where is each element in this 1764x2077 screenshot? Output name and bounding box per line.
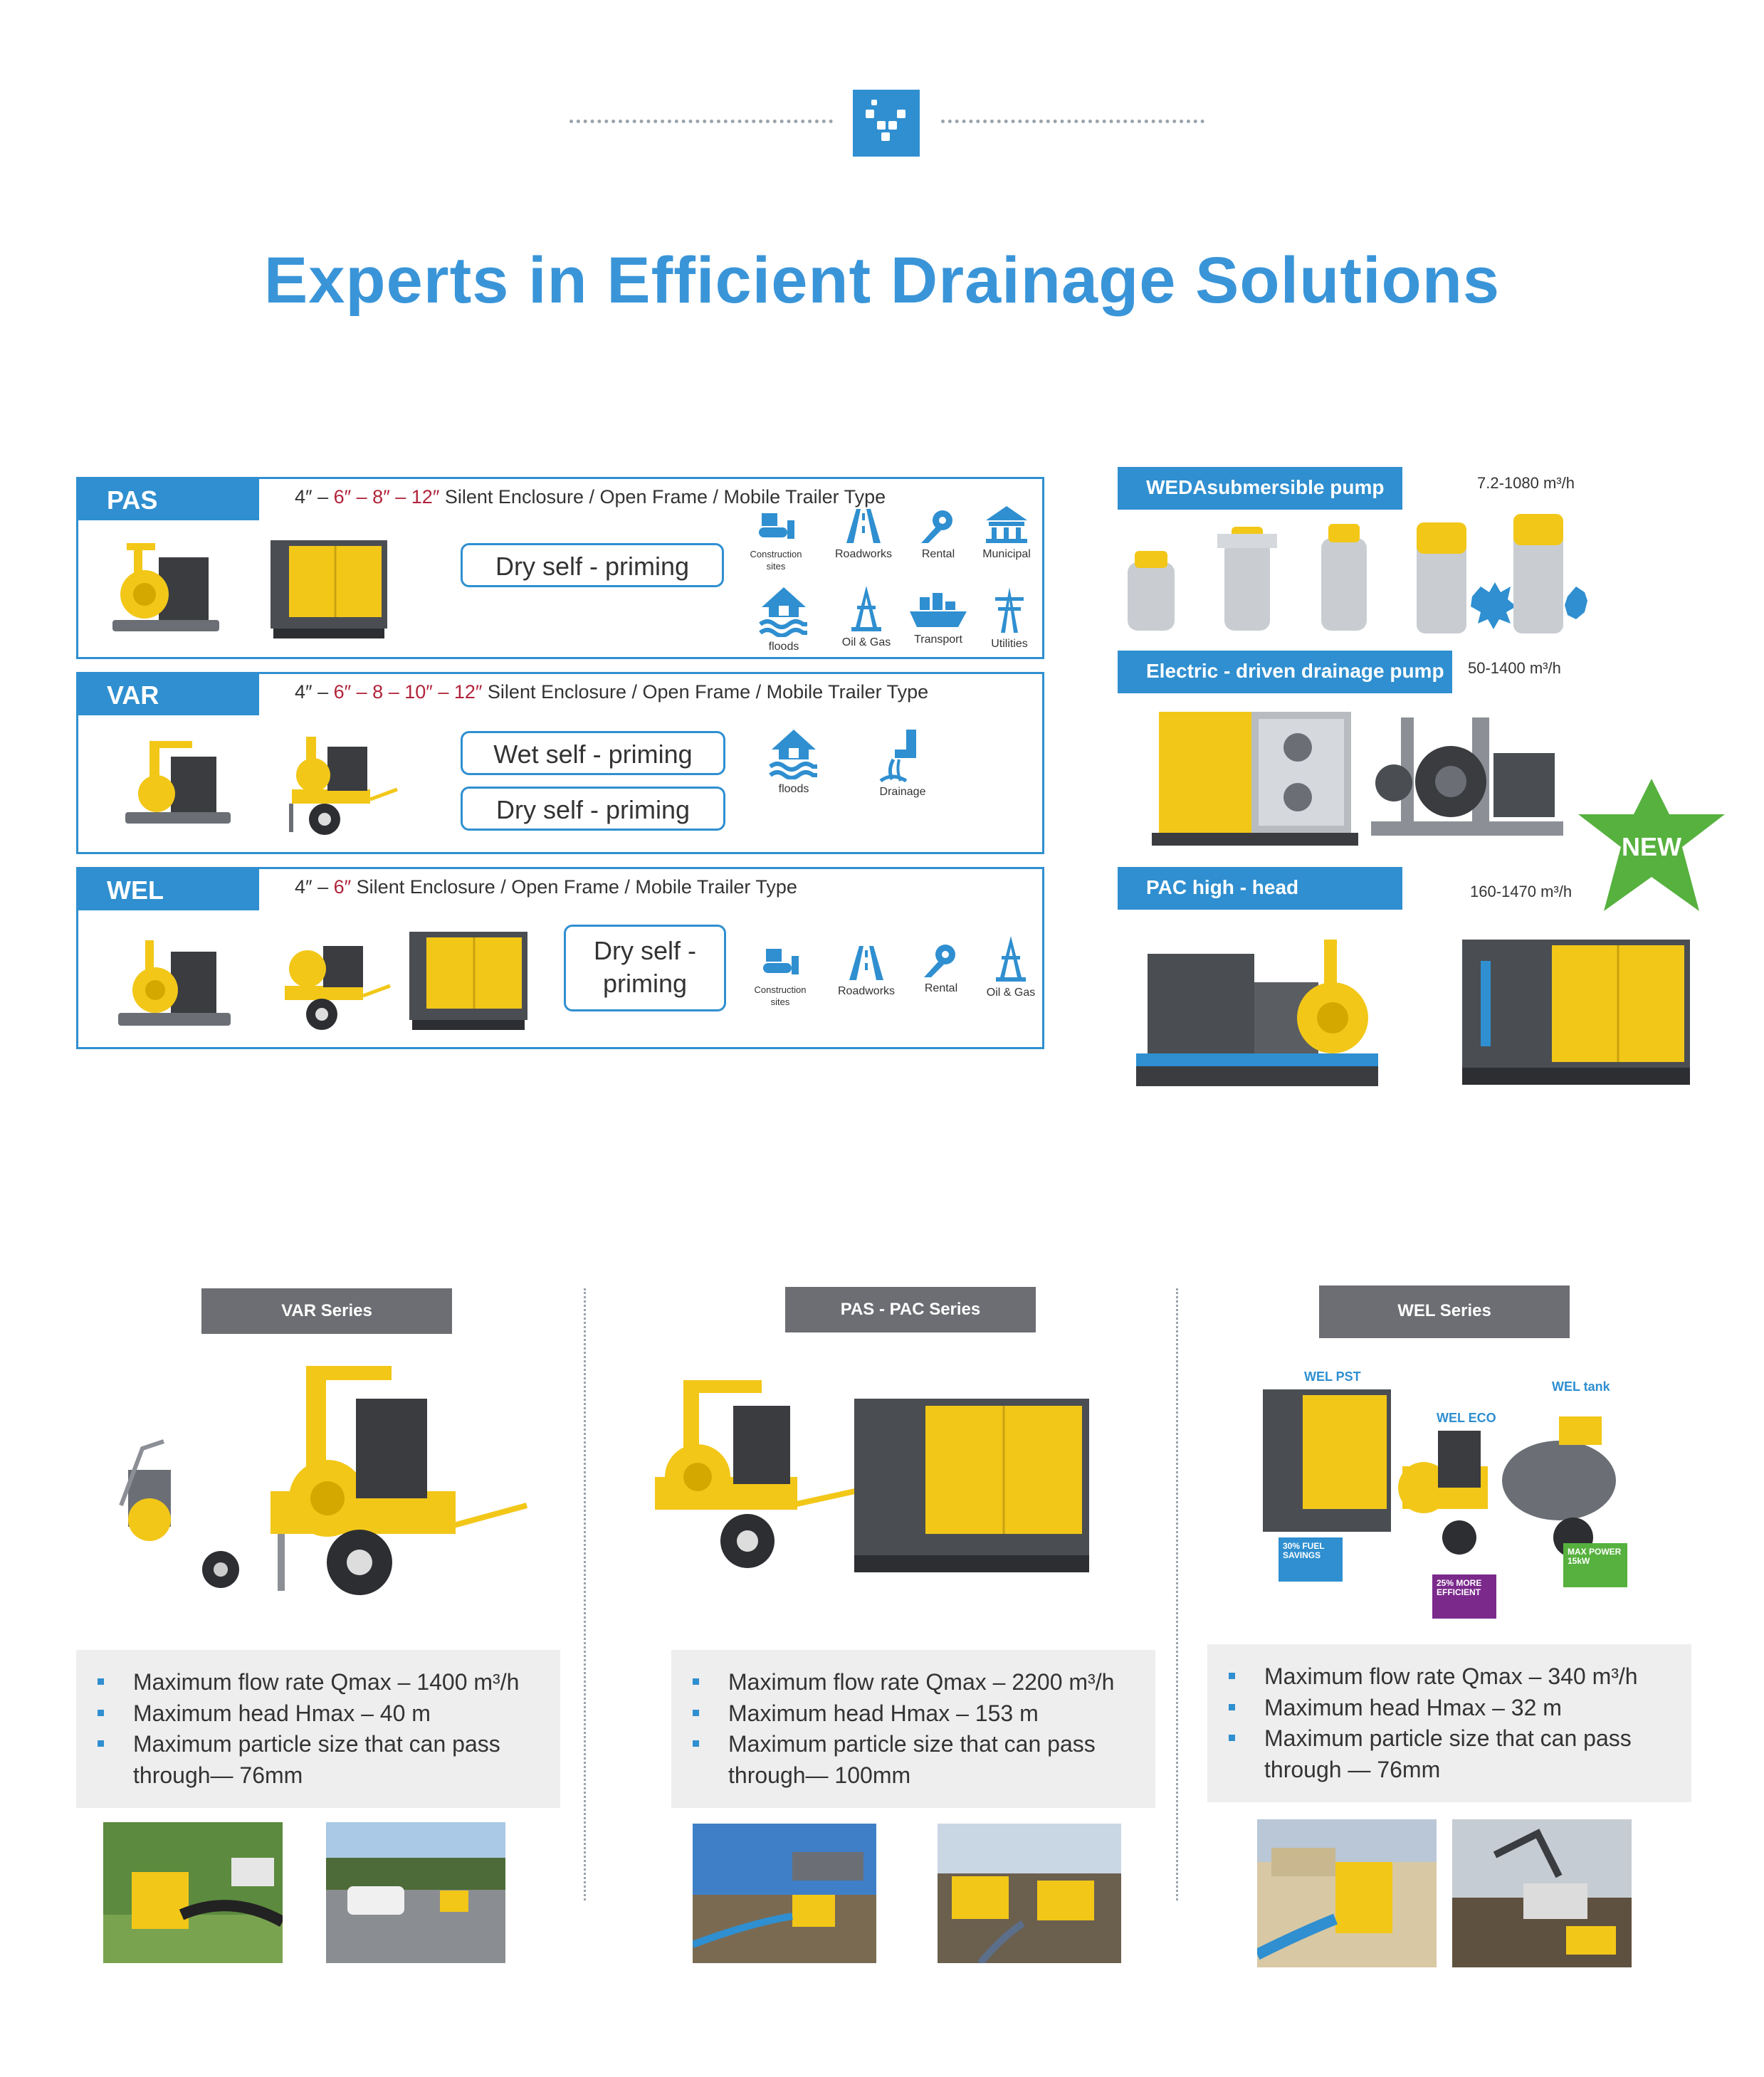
app-floods-var: floods [762, 728, 826, 796]
weda-pump-lineup-image [1128, 514, 1587, 633]
spec-item: Maximum flow rate Qmax – 340 m³/h [1229, 1661, 1670, 1693]
app-oil-gas-wel: Oil & Gas [982, 935, 1039, 999]
var-site-photo-1 [103, 1822, 283, 1963]
wel-site-photo-1 [1257, 1819, 1437, 1967]
app-floods: floods [752, 586, 816, 653]
pas-pac-site-photo-1 [693, 1824, 876, 1963]
panel-pas: PAS 4″ – 6″ – 8″ – 12″ Silent Enclosure … [76, 477, 1044, 659]
var-series-specs: Maximum flow rate Qmax – 1400 m³/h Maxim… [76, 1650, 560, 1808]
dry-self-priming-button[interactable]: Dry self - priming [461, 543, 724, 587]
wel-efficiency-badge: 25% MORE EFFICIENT [1432, 1574, 1496, 1619]
spec-item: Maximum flow rate Qmax – 2200 m³/h [693, 1667, 1134, 1698]
header-dots-left [569, 120, 833, 124]
app-transport: Transport [903, 587, 974, 646]
bulldozer-icon [759, 513, 794, 539]
spec-item: Maximum head Hmax – 40 m [98, 1698, 539, 1730]
spec-item: Maximum particle size that can pass thro… [98, 1729, 539, 1791]
panel-sizes-var: 4″ – 6″ – 8 – 10″ – 12″ Silent Enclosure… [295, 681, 929, 703]
spec-item: Maximum head Hmax – 153 m [693, 1698, 1134, 1730]
panel-sizes-pas: 4″ – 6″ – 8″ – 12″ Silent Enclosure / Op… [295, 486, 886, 508]
var-site-photo-2 [326, 1822, 505, 1963]
page-title: Experts in Efficient Drainage Solutions [263, 244, 1501, 317]
power-tower-icon [995, 587, 1024, 633]
spec-item: Maximum flow rate Qmax – 1400 m³/h [98, 1667, 539, 1698]
key-hand-icon [921, 510, 952, 543]
app-rental: Rental [910, 509, 967, 561]
app-municipal: Municipal [972, 505, 1041, 561]
electric-pump-enclosure-image [1152, 712, 1358, 846]
app-construction-sites-wel: Construction sites [745, 943, 816, 1009]
app-utilities: Utilities [981, 586, 1038, 651]
dry-self-priming-button-var[interactable]: Dry self - priming [461, 787, 725, 831]
oil-rig-icon [996, 936, 1026, 982]
pas-pac-series-specs: Maximum flow rate Qmax – 2200 m³/h Maxim… [671, 1650, 1155, 1808]
electric-open-frame-pump-image [1371, 717, 1563, 836]
dry-self-priming-button-wel[interactable]: Dry self -priming [564, 925, 726, 1011]
var-series-product-image [119, 1366, 528, 1595]
panel-sizes-wel: 4″ – 6″ Silent Enclosure / Open Frame / … [295, 876, 797, 898]
panel-tag-var: VAR [78, 674, 259, 715]
oil-rig-icon [851, 586, 881, 631]
app-oil-gas: Oil & Gas [834, 584, 898, 649]
flood-house-icon [769, 730, 817, 779]
header-dots-right [941, 120, 1204, 124]
electric-drainage-tag: Electric - driven drainage pump [1118, 651, 1452, 693]
wel-open-frame-pump-image [118, 940, 231, 1026]
pas-open-frame-pump-image [112, 543, 219, 631]
drainage-pipe-icon [879, 730, 916, 782]
wel-site-photo-2 [1452, 1819, 1632, 1967]
pac-flow-range: 160-1470 m³/h [1470, 883, 1573, 900]
panel-wel: WEL 4″ – 6″ Silent Enclosure / Open Fram… [76, 867, 1044, 1049]
app-drainage: Drainage [867, 728, 938, 799]
pas-silent-enclosure-image [271, 540, 387, 638]
wel-max-power-badge: MAX POWER 15kW [1563, 1543, 1627, 1587]
weda-submersible-tag: WEDAsubmersible pump [1118, 467, 1402, 510]
app-roadworks: Roadworks [831, 508, 896, 561]
flood-house-icon [759, 587, 807, 637]
series-divider-1 [584, 1288, 586, 1900]
electric-flow-range: 50-1400 m³/h [1468, 659, 1561, 677]
key-hand-icon [924, 945, 955, 977]
wel-pst-label: WEL PST [1304, 1369, 1361, 1384]
var-trailer-pump-image [289, 737, 398, 835]
wel-silent-enclosure-image [409, 932, 527, 1030]
pac-high-head-tag: PAC high - head [1118, 867, 1402, 910]
pas-pac-series-tag: PAS - PAC Series [785, 1287, 1036, 1332]
wet-self-priming-button[interactable]: Wet self - priming [461, 731, 725, 775]
wel-series-tag: WEL Series [1319, 1285, 1570, 1338]
spec-item: Maximum particle size that can pass thro… [1229, 1723, 1670, 1785]
panel-tag-pas: PAS [78, 479, 259, 520]
road-icon [849, 946, 883, 980]
brand-logo-icon [853, 90, 920, 157]
building-icon [986, 506, 1027, 543]
bulldozer-icon [763, 949, 799, 974]
ship-icon [910, 593, 967, 627]
series-divider-2 [1176, 1288, 1178, 1900]
wel-eco-label: WEL ECO [1437, 1411, 1496, 1425]
spec-item: Maximum head Hmax – 32 m [1229, 1693, 1670, 1724]
var-series-tag: VAR Series [201, 1288, 452, 1334]
pac-silent-enclosure-image [1462, 940, 1690, 1085]
app-construction-sites: Construction sites [740, 508, 812, 573]
app-rental-wel: Rental [913, 943, 970, 995]
wel-fuel-savings-badge: 30% FUEL SAVINGS [1279, 1537, 1343, 1582]
pas-pac-site-photo-2 [938, 1824, 1121, 1963]
new-badge-label: NEW [1622, 832, 1681, 861]
new-badge-icon: NEW [1578, 779, 1725, 911]
spec-item: Maximum particle size that can pass thro… [693, 1729, 1134, 1791]
panel-tag-wel: WEL [78, 869, 259, 910]
pas-pac-series-product-image [655, 1380, 1089, 1572]
weda-flow-range: 7.2-1080 m³/h [1477, 474, 1575, 492]
var-open-frame-pump-image [125, 741, 231, 824]
wel-series-product-image [1263, 1389, 1616, 1557]
panel-var: VAR 4″ – 6″ – 8 – 10″ – 12″ Silent Enclo… [76, 672, 1044, 854]
wel-series-specs: Maximum flow rate Qmax – 340 m³/h Maximu… [1207, 1644, 1691, 1802]
app-roadworks-wel: Roadworks [834, 945, 898, 998]
road-icon [846, 509, 881, 543]
wel-tank-label: WEL tank [1552, 1379, 1610, 1394]
wel-trailer-pump-image [285, 946, 391, 1030]
pac-open-frame-pump-image [1136, 940, 1378, 1086]
